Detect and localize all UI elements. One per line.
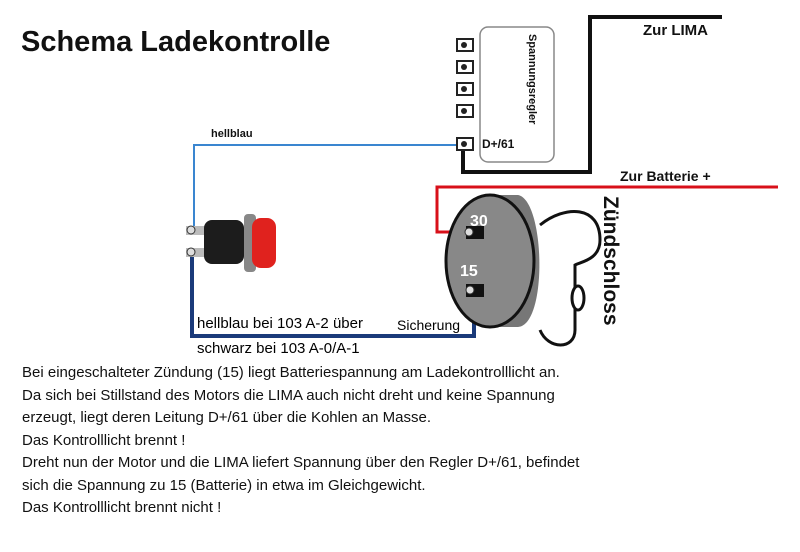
lamp-wire-label-2: schwarz bei 103 A-0/A-1	[197, 340, 360, 357]
hellblau-wire	[193, 144, 460, 226]
description-line: erzeugt, liegt deren Leitung D+/61 über …	[22, 409, 432, 426]
lamp-wire-label-1: hellblau bei 103 A-2 über	[197, 315, 363, 332]
ignition-switch	[444, 193, 602, 347]
description-line: Das Kontrolllicht brennt !	[22, 431, 186, 449]
description-line: sich die Spannung zu 15 (Batterie) in et…	[22, 476, 426, 494]
description-line: Dreht nun der Motor und die LIMA liefert…	[22, 454, 580, 471]
description-line: Das Kontrolllicht brennt nicht !	[22, 499, 222, 516]
hellblau-label: hellblau	[211, 128, 253, 140]
description-line: Bei eingeschalteter Zündung (15) liegt B…	[22, 364, 560, 381]
description-line: Da sich bei Stillstand des Motors die LI…	[22, 386, 555, 404]
diagram-title: Schema Ladekontrolle	[21, 26, 331, 58]
fuse-label: Sicherung	[397, 317, 461, 333]
description-text: Bei eingeschalteter Zündung (15) liegt B…	[22, 362, 579, 520]
lima-wire	[461, 15, 722, 174]
regulator-terminal-label: D+/61	[482, 137, 515, 151]
voltage-regulator	[456, 26, 555, 163]
battery-label: Zur Batterie +	[620, 168, 711, 184]
terminal-30-label: 30	[470, 213, 488, 230]
lima-label: Zur LIMA	[643, 22, 708, 39]
regulator-label: Spannungsregler	[526, 34, 538, 125]
ignition-label: Zündschloss	[599, 196, 622, 326]
terminal-15-label: 15	[460, 263, 478, 280]
charge-control-lamp	[186, 214, 276, 272]
